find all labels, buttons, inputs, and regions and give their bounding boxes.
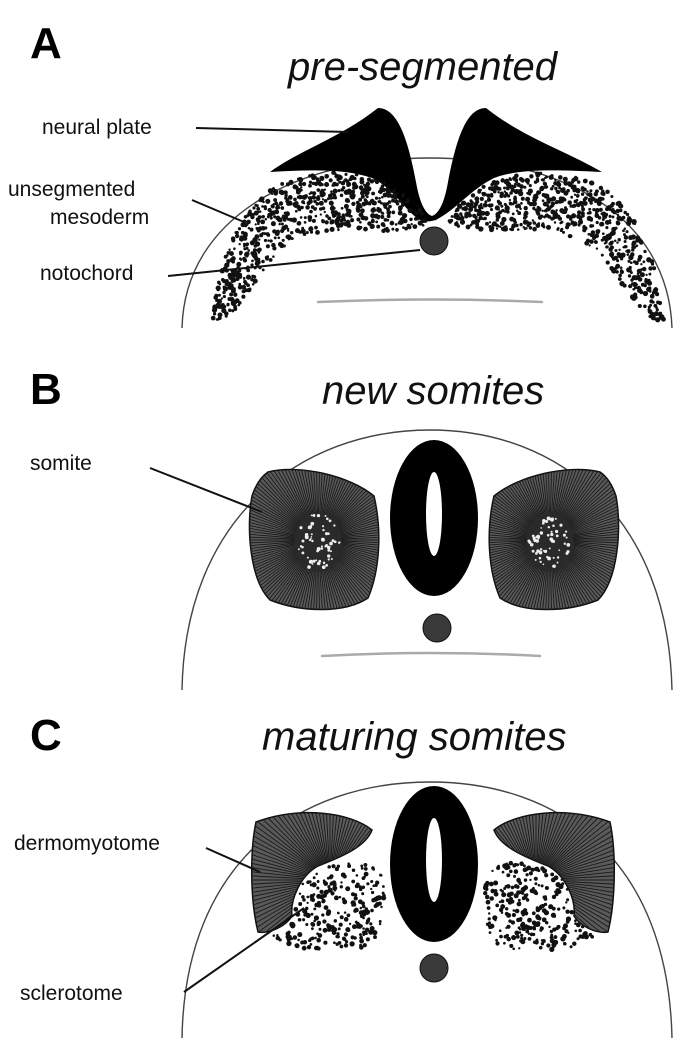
panel-a-letter: A — [30, 19, 62, 68]
panel-b-neural-tube — [390, 440, 478, 596]
panel-c-letter: C — [30, 711, 62, 760]
panel-b: B new somites somite — [30, 365, 672, 690]
panel-b-title: new somites — [322, 369, 544, 413]
leader-somite — [150, 468, 262, 512]
panel-c-notochord — [420, 954, 448, 982]
panel-c-title: maturing somites — [262, 715, 567, 759]
label-sclerotome: sclerotome — [20, 982, 123, 1005]
label-mesoderm: mesoderm — [50, 206, 149, 229]
leader-sclerotome — [184, 908, 304, 992]
panel-c: C maturing somites dermomyotome scleroto… — [14, 711, 672, 1038]
label-somite: somite — [30, 452, 92, 475]
panel-a-endoderm-line — [318, 300, 542, 303]
panel-b-endoderm-line — [322, 653, 540, 656]
leader-notochord — [168, 250, 420, 276]
panel-c-neural-tube — [390, 786, 478, 942]
label-notochord: notochord — [40, 262, 133, 285]
label-neural-plate: neural plate — [42, 116, 152, 139]
panel-b-notochord — [423, 614, 451, 642]
panel-b-letter: B — [30, 365, 62, 414]
leader-neural-plate — [196, 128, 348, 132]
panel-a: A pre-segmented neural plate unsegmented… — [8, 19, 672, 328]
panel-a-title: pre-segmented — [287, 45, 559, 89]
leader-mesoderm — [192, 200, 244, 222]
label-unsegmented: unsegmented — [8, 178, 135, 201]
label-dermomyotome: dermomyotome — [14, 832, 160, 855]
panel-a-notochord — [420, 227, 448, 255]
